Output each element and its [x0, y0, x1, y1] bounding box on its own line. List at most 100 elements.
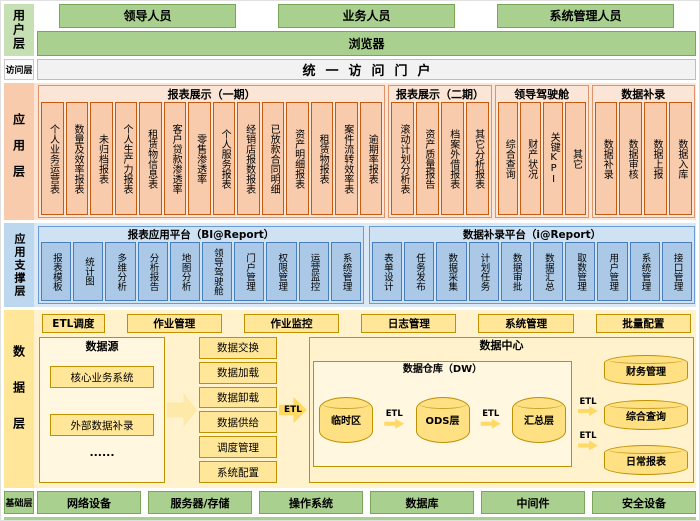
cockpit-item: 关键KPI	[542, 102, 564, 215]
bottom-divider	[4, 517, 696, 520]
infrastructure-layer: 基础层 网络设备 服务器/存储 操作系统 数据库 中间件 安全设备	[4, 491, 696, 514]
infra-network: 网络设备	[37, 491, 141, 514]
exchange-item: 系统配置	[199, 461, 277, 483]
group-title: 报表展示（二期）	[396, 88, 484, 101]
platform-module: 系统管理	[330, 242, 362, 301]
report-item: 经销店报数报表	[237, 102, 260, 215]
group-title: 领导驾驶舱	[514, 88, 570, 101]
group-title: 报表展示（一期）	[167, 88, 256, 101]
etl-arrow-icon: ETL	[578, 396, 598, 416]
user-layer-label: 用户层	[4, 4, 34, 56]
etl-arrow-icon: ETL	[480, 410, 501, 429]
toolbar-log-management: 日志管理	[361, 314, 457, 333]
cylinder-finance: 财务管理	[604, 355, 688, 385]
infra-server-storage: 服务器/存储	[148, 491, 252, 514]
data-center-title: 数据中心	[479, 339, 524, 352]
support-layer: 应用支撑层 报表应用平台（BI@Report） 报表模板 统计图 多维分析 分析…	[4, 223, 696, 307]
user-layer-content: 领导人员 业务人员 系统管理人员 浏览器	[37, 4, 696, 56]
report-item: 个人业务运营表	[41, 102, 64, 215]
platform-module: 分析报告	[137, 242, 168, 301]
platform-module: 统计图	[73, 242, 104, 301]
data-main-area: 数据源 核心业务系统 外部数据补录 ...... 数据交换 数据加载 数据卸载 …	[39, 337, 694, 483]
cylinder-summary: 汇总层	[512, 396, 566, 443]
support-layer-content: 报表应用平台（BI@Report） 报表模板 统计图 多维分析 分析报告 地图分…	[37, 223, 696, 307]
report-item: 档案外借报表	[441, 102, 464, 215]
data-layer-content: ETL调度 作业管理 作业监控 日志管理 系统管理 批量配置 数据源 核心业务系…	[37, 310, 696, 488]
cockpit-item: 其它	[565, 102, 586, 215]
report-item: 租赁物报表	[310, 102, 334, 215]
report-item: 其它分析报表	[465, 102, 489, 215]
platform-module: 接口管理	[661, 242, 693, 301]
infra-os: 操作系统	[259, 491, 363, 514]
cylinder-daily-report: 日常报表	[604, 445, 688, 475]
report-item: 资产质量报告	[416, 102, 439, 215]
exchange-column: 数据交换 数据加载 数据卸载 数据供给 调度管理 系统配置	[199, 337, 277, 483]
group-report-phase2: 报表展示（二期） 滚动计划分析表 资产质量报告 档案外借报表 其它分析报表	[388, 85, 492, 218]
mart-etl-arrows: ETL ETL	[575, 353, 601, 479]
platform-module: 任务发布	[404, 242, 435, 301]
cockpit-item: 财产状况	[520, 102, 541, 215]
report-item: 租赁物信息表	[139, 102, 162, 215]
report-item: 已放款合同明细	[261, 102, 285, 215]
data-warehouse-title: 数据仓库（DW）	[402, 364, 483, 375]
etl-label: ETL	[579, 431, 597, 441]
arrow-shape	[480, 418, 501, 429]
platform-module: 计划任务	[468, 242, 499, 301]
etl-arrow-icon: ETL	[578, 432, 598, 451]
exchange-item: 数据交换	[199, 337, 277, 359]
platform-module: 表单设计	[372, 242, 403, 301]
exchange-item: 数据供给	[199, 411, 277, 434]
report-item: 逾期率报表	[359, 102, 383, 215]
panel-title: 数据补录平台（i@Report）	[462, 229, 602, 241]
platform-module: 门户管理	[234, 242, 265, 301]
infra-database: 数据库	[370, 491, 474, 514]
report-item: 案件流转效率表	[335, 102, 358, 215]
platform-module: 数据采集	[436, 242, 467, 301]
data-layer: 数据层 ETL调度 作业管理 作业监控 日志管理 系统管理 批量配置 数据源 核…	[4, 310, 696, 488]
support-layer-label: 应用支撑层	[4, 223, 34, 307]
data-entry-item: 数据入库	[669, 102, 692, 215]
platform-module: 运营监控	[298, 242, 329, 301]
infra-middleware: 中间件	[481, 491, 585, 514]
toolbar-system-management: 系统管理	[478, 314, 574, 333]
exchange-item: 数据加载	[199, 361, 277, 384]
data-entry-item: 数据补录	[594, 102, 618, 215]
data-layer-label: 数据层	[4, 310, 34, 488]
flow-arrow-icon	[167, 393, 197, 427]
data-marts-column: 财务管理 综合查询 日常报表	[604, 353, 690, 479]
report-item: 个人生产力报表	[114, 102, 138, 215]
etl-label: ETL	[385, 409, 403, 420]
source-core-system: 核心业务系统	[50, 366, 154, 388]
role-business: 业务人员	[278, 4, 455, 28]
unified-access-portal: 统一访问门户	[37, 59, 696, 80]
cockpit-item: 综合查询	[497, 102, 519, 215]
source-ellipsis: ......	[89, 446, 115, 459]
browser-box: 浏览器	[37, 30, 696, 56]
platform-module: 多维分析	[105, 242, 136, 301]
data-warehouse-panel: 数据仓库（DW） 临时区 ETL ODS层 ETL	[313, 361, 572, 467]
report-item: 数量及效率报表	[65, 102, 89, 215]
application-layer: 应用层 报表展示（一期） 个人业务运营表 数量及效率报表 未归档报表 个人生产力…	[4, 83, 696, 220]
role-leaders: 领导人员	[59, 4, 236, 28]
report-item: 个人服务报表	[212, 102, 236, 215]
platform-module: 数据审批	[500, 242, 532, 301]
platform-module: 取数管理	[565, 242, 596, 301]
arrow-shape	[578, 440, 598, 451]
arrow-shape	[578, 406, 598, 416]
role-sysadmin: 系统管理人员	[497, 4, 674, 28]
access-layer-label: 访问层	[4, 59, 34, 80]
etl-arrow-icon: ETL	[384, 409, 405, 429]
application-layer-content: 报表展示（一期） 个人业务运营表 数量及效率报表 未归档报表 个人生产力报表 租…	[37, 83, 696, 220]
group-title: 数据补录	[621, 88, 666, 101]
etl-label: ETL	[579, 396, 597, 407]
panel-title: 报表应用平台（BI@Report）	[127, 229, 275, 241]
platform-module: 数据汇总	[533, 242, 564, 301]
platform-module: 领导驾驶舱	[202, 242, 233, 301]
access-layer: 访问层 统一访问门户	[4, 59, 696, 80]
etl-arrow-icon: ETL	[279, 397, 307, 423]
platform-module: 地图分析	[169, 242, 201, 301]
report-item: 零售渗透率	[188, 102, 211, 215]
data-center-panel: 数据中心 数据仓库（DW） 临时区 ETL ODS层	[309, 337, 694, 483]
user-layer: 用户层 领导人员 业务人员 系统管理人员 浏览器	[4, 4, 696, 56]
